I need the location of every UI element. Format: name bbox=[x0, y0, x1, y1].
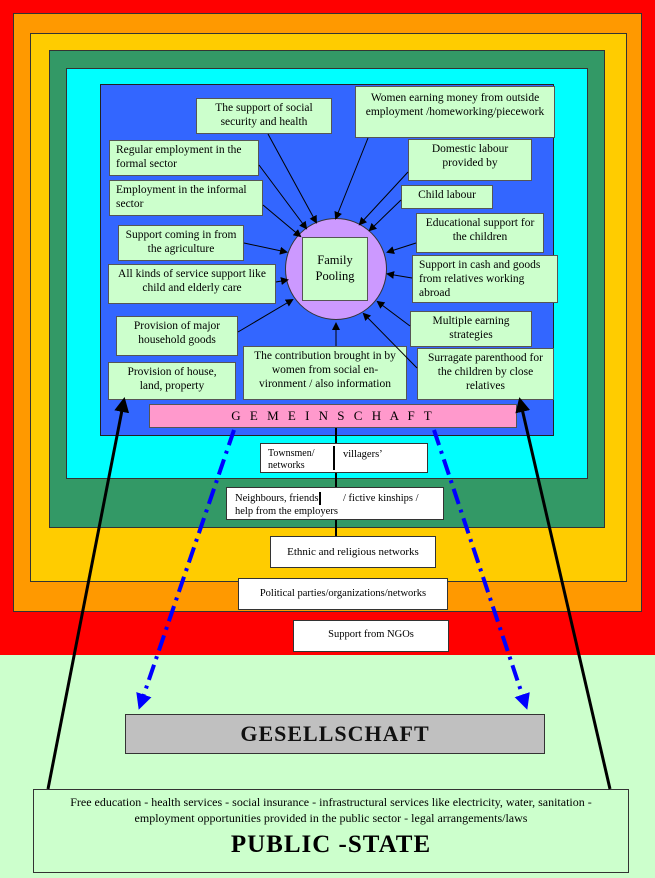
family-pooling-label: Family Pooling bbox=[302, 237, 368, 301]
agriculture-support-box: Support coming in from the agriculture bbox=[118, 225, 244, 261]
townsmen-left-text: Townsmen/ networks bbox=[268, 448, 315, 471]
public-state-title: PUBLIC -STATE bbox=[230, 831, 432, 858]
public-state-box: Free education - health services - socia… bbox=[33, 789, 629, 873]
multiple-strategies-box: Multiple earning strategies bbox=[410, 311, 532, 347]
surrogate-parenthood-box: Surragate parenthood for the children by… bbox=[417, 348, 554, 400]
ethnic-networks-box: Ethnic and religious networks bbox=[270, 536, 436, 568]
house-land-box: Provision of house, land, property bbox=[108, 362, 236, 400]
neighbours-box: Neighbours, friends / fictive kinships /… bbox=[226, 487, 444, 520]
household-goods-box: Provision of major household goods bbox=[116, 316, 238, 356]
gesellschaft-box: GESELLSCHAFT bbox=[125, 714, 545, 754]
public-services-text: Free education - health services - socia… bbox=[70, 795, 592, 825]
ngo-support-box: Support from NGOs bbox=[293, 620, 449, 652]
gemeinschaft-band: G E M E I N S C H A F T bbox=[149, 404, 517, 428]
service-support-box: All kinds of service support like child … bbox=[108, 264, 276, 304]
neighbours-right-text: / fictive kinships / help from the emplo… bbox=[235, 493, 419, 517]
women-earning-box: Women earning money from outside employm… bbox=[355, 86, 555, 138]
regular-employment-box: Regular employment in the formal sector bbox=[109, 140, 259, 176]
townsmen-right-text: villagers’ bbox=[343, 449, 383, 460]
townsmen-box: Townsmen/ networks villagers’ bbox=[260, 443, 428, 473]
educational-support-box: Educational support for the children bbox=[416, 213, 544, 253]
relatives-abroad-box: Support in cash and goods from relatives… bbox=[412, 255, 558, 303]
neighbours-left-text: Neighbours, friends bbox=[235, 493, 319, 504]
women-contribution-box: The contribution brought in by women fro… bbox=[243, 346, 407, 400]
informal-employment-box: Employment in the informal sector bbox=[109, 180, 263, 216]
child-labour-box: Child labour bbox=[401, 185, 493, 209]
political-networks-box: Political parties/organizations/networks bbox=[238, 578, 448, 610]
social-security-box: The support of social security and healt… bbox=[196, 98, 332, 134]
domestic-labour-box: Domestic labour provided by bbox=[408, 139, 532, 181]
